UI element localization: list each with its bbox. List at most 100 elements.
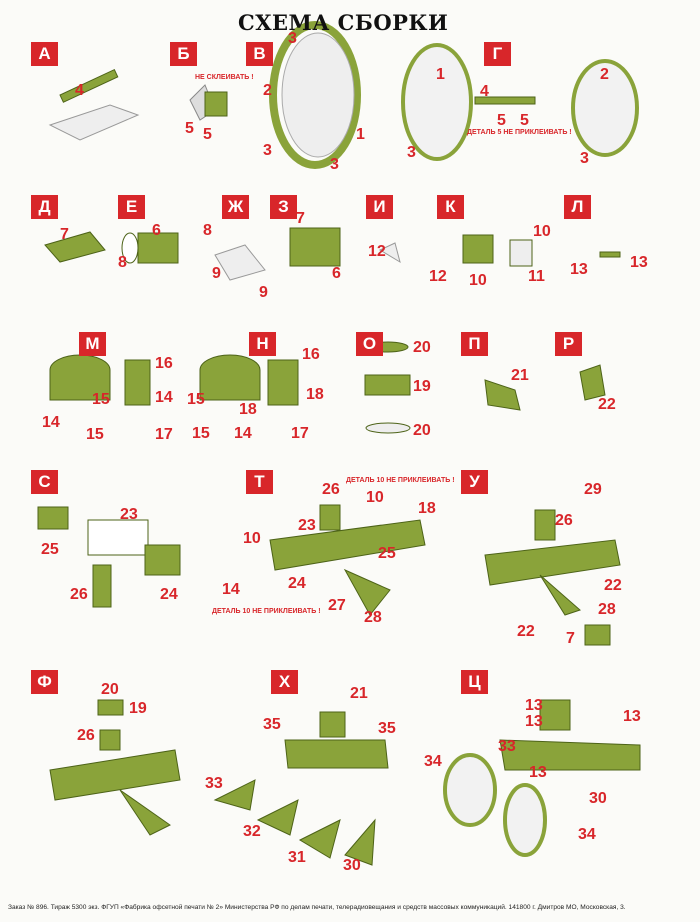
- part-number-callout: 6: [152, 222, 161, 239]
- part-number-callout: 27: [328, 597, 346, 614]
- part-number-callout: 15: [187, 391, 205, 408]
- part-number-callout: 11: [528, 268, 545, 285]
- part-number-callout: 3: [407, 144, 416, 161]
- step-letter-badge: Д: [31, 195, 58, 219]
- part-number-callout: 13: [525, 713, 543, 730]
- part-number-callout: 9: [259, 284, 268, 301]
- part-number-callout: 23: [120, 506, 138, 523]
- part-number-callout: 30: [343, 857, 361, 874]
- part-number-callout: 24: [288, 575, 306, 592]
- step-letter-badge: Ф: [31, 670, 58, 694]
- part-number-callout: 25: [41, 541, 59, 558]
- part-number-callout: 10: [469, 272, 487, 289]
- step-letter-badge: У: [461, 470, 488, 494]
- step-letter-badge: Ц: [461, 670, 488, 694]
- part-number-callout: 13: [529, 764, 547, 781]
- part-number-callout: 26: [70, 586, 88, 603]
- part-number-callout: 3: [580, 150, 589, 167]
- step-letter-badge: Е: [118, 195, 145, 219]
- part-number-callout: 21: [350, 685, 368, 702]
- step-letter-badge: Б: [170, 42, 197, 66]
- part-number-callout: 5: [185, 120, 194, 137]
- part-number-callout: 10: [366, 489, 384, 506]
- part-number-callout: 18: [306, 386, 324, 403]
- part-number-callout: 12: [429, 268, 447, 285]
- part-number-callout: 33: [205, 775, 223, 792]
- step-letter-badge: С: [31, 470, 58, 494]
- part-number-callout: 22: [604, 577, 622, 594]
- part-number-callout: 20: [413, 422, 431, 439]
- part-number-callout: 13: [525, 697, 543, 714]
- part-number-callout: 35: [263, 716, 281, 733]
- step-letter-badge: Х: [271, 670, 298, 694]
- part-number-callout: 17: [291, 425, 309, 442]
- part-number-callout: 19: [413, 378, 431, 395]
- part-number-callout: 7: [566, 630, 575, 647]
- part-number-callout: 24: [160, 586, 178, 603]
- part-number-callout: 1: [356, 126, 365, 143]
- part-number-callout: 28: [364, 609, 382, 626]
- part-number-callout: 14: [42, 414, 60, 431]
- part-number-callout: 13: [630, 254, 648, 271]
- step-letter-badge: Т: [246, 470, 273, 494]
- part-number-callout: 20: [101, 681, 119, 698]
- part-number-callout: 34: [578, 826, 596, 843]
- part-number-callout: 18: [418, 500, 436, 517]
- step-letter-badge: А: [31, 42, 58, 66]
- part-number-callout: 8: [118, 254, 127, 271]
- part-number-callout: 5: [520, 112, 529, 129]
- part-number-callout: 30: [589, 790, 607, 807]
- step-letter-badge: П: [461, 332, 488, 356]
- part-number-callout: 6: [332, 265, 341, 282]
- step-letter-badge: Л: [564, 195, 591, 219]
- part-number-callout: 15: [86, 426, 104, 443]
- part-number-callout: 29: [584, 481, 602, 498]
- part-number-callout: 34: [424, 753, 442, 770]
- part-number-callout: 14: [222, 581, 240, 598]
- part-number-callout: 7: [296, 210, 305, 227]
- part-number-callout: 33: [498, 738, 516, 755]
- part-number-callout: 15: [192, 425, 210, 442]
- part-number-callout: 16: [302, 346, 320, 363]
- part-number-callout: 32: [243, 823, 261, 840]
- part-number-callout: 9: [212, 265, 221, 282]
- part-number-callout: 16: [155, 355, 173, 372]
- step-letter-badge: М: [79, 332, 106, 356]
- part-number-callout: 15: [92, 391, 110, 408]
- part-number-callout: 7: [60, 226, 69, 243]
- part-number-callout: 2: [600, 66, 609, 83]
- part-number-callout: 8: [203, 222, 212, 239]
- part-number-callout: 23: [298, 517, 316, 534]
- step-letter-badge: О: [356, 332, 383, 356]
- part-number-callout: 1: [436, 66, 445, 83]
- step-letter-badge: Н: [249, 332, 276, 356]
- part-number-callout: 26: [322, 481, 340, 498]
- warning-note: ДЕТАЛЬ 10 НЕ ПРИКЛЕИВАТЬ !: [212, 608, 321, 615]
- part-number-callout: 4: [75, 82, 84, 99]
- part-number-callout: 10: [533, 223, 551, 240]
- part-number-callout: 12: [368, 243, 386, 260]
- part-number-callout: 25: [378, 545, 396, 562]
- part-number-callout: 13: [623, 708, 641, 725]
- part-number-callout: 14: [155, 389, 173, 406]
- imprint-footer: Заказ № 896. Тираж 5300 экз. ФГУП «Фабри…: [8, 904, 626, 911]
- part-number-callout: 31: [288, 849, 306, 866]
- page-title: СХЕМА СБОРКИ: [238, 10, 449, 35]
- part-number-callout: 5: [497, 112, 506, 129]
- warning-note: НЕ СКЛЕИВАТЬ !: [195, 74, 254, 81]
- step-letter-badge: Р: [555, 332, 582, 356]
- part-number-callout: 19: [129, 700, 147, 717]
- part-number-callout: 26: [555, 512, 573, 529]
- part-number-callout: 26: [77, 727, 95, 744]
- part-number-callout: 28: [598, 601, 616, 618]
- part-number-callout: 35: [378, 720, 396, 737]
- part-number-callout: 3: [263, 142, 272, 159]
- part-number-callout: 10: [243, 530, 261, 547]
- part-number-callout: 21: [511, 367, 529, 384]
- part-number-callout: 17: [155, 426, 173, 443]
- step-letter-badge: И: [366, 195, 393, 219]
- warning-note: ДЕТАЛЬ 5 НЕ ПРИКЛЕИВАТЬ !: [467, 129, 572, 136]
- step-letter-badge: З: [270, 195, 297, 219]
